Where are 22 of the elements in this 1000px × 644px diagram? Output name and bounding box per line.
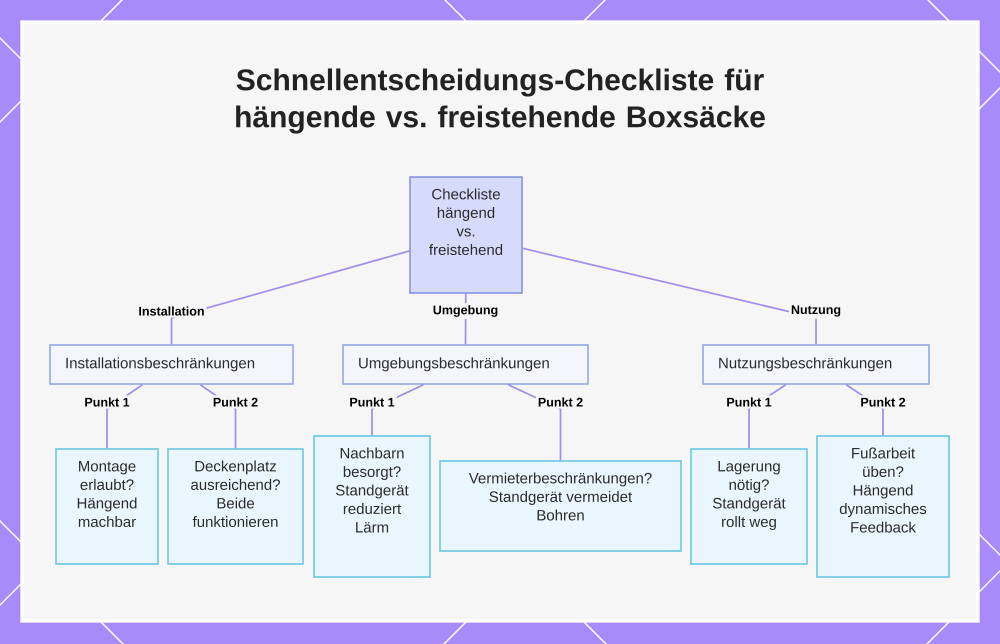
- item-box: Nachbarn besorgt? Standgerät reduziert Lärm: [313, 435, 431, 578]
- connector: [522, 248, 817, 344]
- item-box: Montage erlaubt? Hängend machbar: [55, 448, 159, 565]
- category-box: Umgebungsbeschränkungen: [342, 344, 589, 385]
- edge-label: Punkt 2: [858, 395, 908, 409]
- item-box: Lagerung nötig? Standgerät rollt weg: [690, 448, 808, 565]
- edge-label: Punkt 2: [536, 395, 586, 409]
- edge-label: Installation: [136, 304, 207, 318]
- edge-label: Punkt 1: [82, 395, 132, 409]
- edge-label: Punkt 2: [210, 395, 260, 409]
- category-box: Nutzungsbeschränkungen: [702, 344, 930, 385]
- edge-label: Punkt 1: [347, 395, 397, 409]
- item-box: Fußarbeit üben? Hängend dynamisches Feedback: [816, 435, 950, 578]
- title: Schnellentscheidungs-Checkliste für hängende vs. freistehende Boxsäcke: [236, 68, 765, 134]
- category-box: Installationsbeschränkungen: [49, 344, 294, 385]
- edge-label: Nutzung: [788, 303, 844, 319]
- root-box: Checkliste hängend vs. freistehend: [409, 176, 523, 294]
- item-box: Vermieterbeschränkungen? Standgerät vermeidet Bohren: [439, 460, 682, 552]
- item-box: Deckenplatz ausreichend? Beide funktionieren: [167, 448, 304, 565]
- edge-label: Umgebung: [430, 303, 500, 319]
- edge-label: Punkt 1: [724, 395, 774, 409]
- connector: [170, 250, 410, 344]
